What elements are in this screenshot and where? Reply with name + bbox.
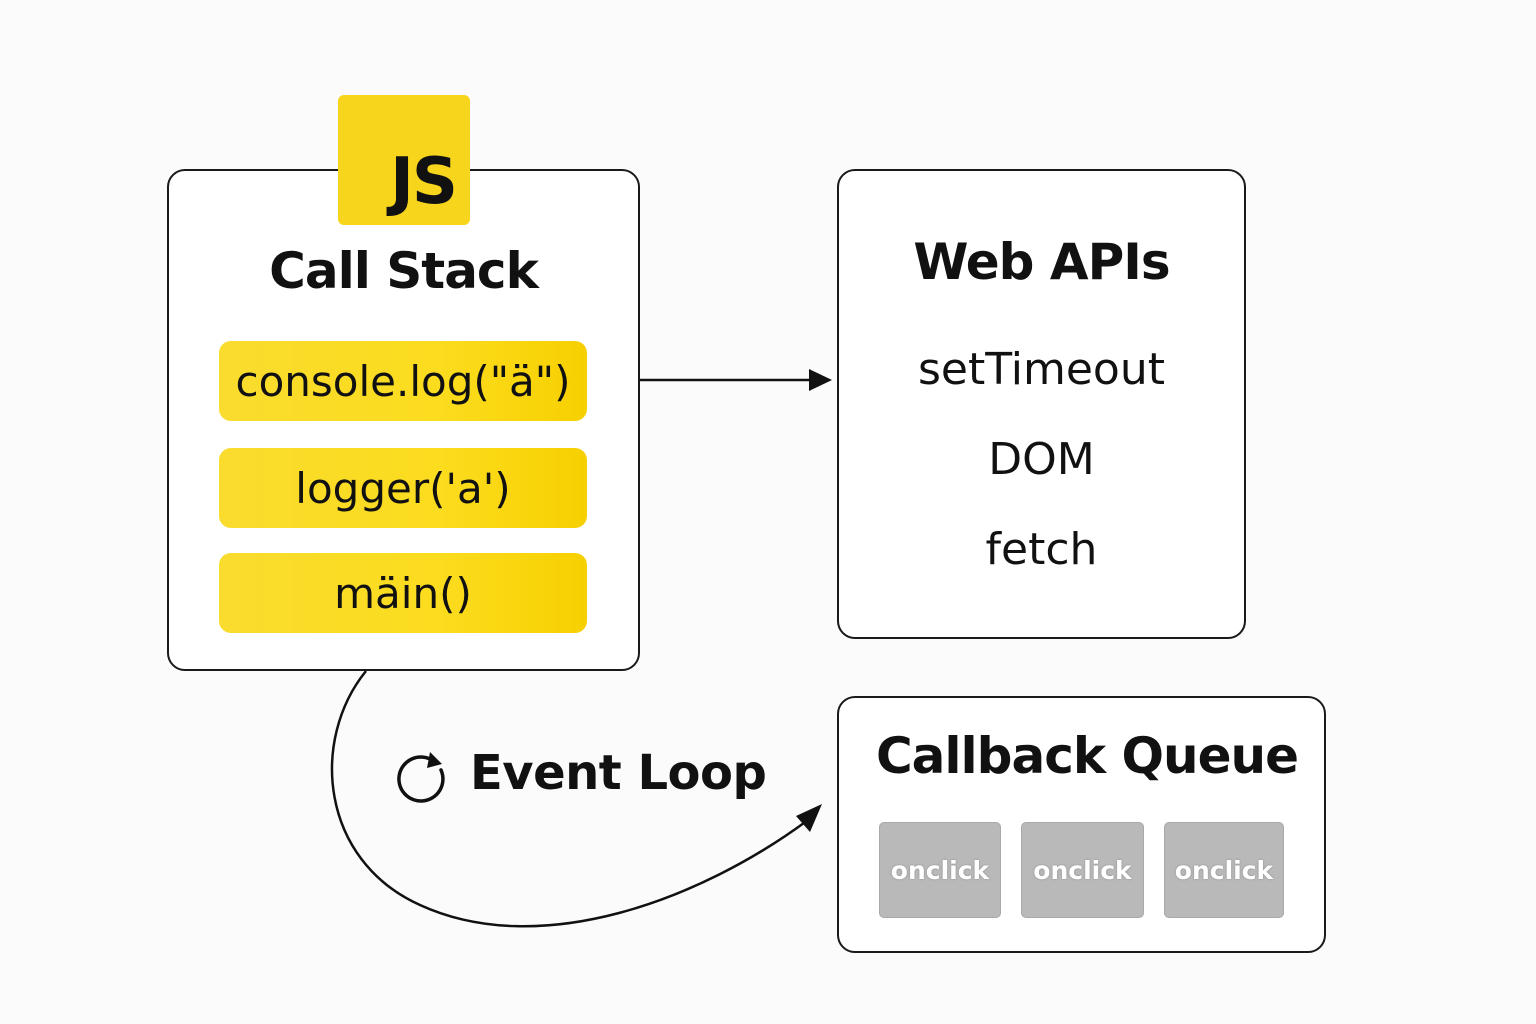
stack-frame: logger('a') (219, 448, 587, 528)
js-logo-text: JS (390, 145, 458, 219)
stack-frame: mäin() (219, 553, 587, 633)
call-stack-title: Call Stack (269, 242, 539, 300)
callback-queue-title: Callback Queue (875, 727, 1299, 785)
queue-item: onclick (1164, 822, 1284, 918)
web-api-item: setTimeout (918, 344, 1165, 395)
queue-item: onclick (879, 822, 1001, 918)
web-api-item: fetch (985, 524, 1098, 575)
refresh-icon (397, 752, 445, 803)
queue-item: onclick (1021, 822, 1144, 918)
event-loop-label: Event Loop (470, 745, 767, 801)
stack-frame: console.log("ä") (219, 341, 587, 421)
js-logo: JS (338, 95, 470, 225)
web-apis-title: Web APIs (913, 233, 1170, 291)
web-api-item: DOM (988, 434, 1095, 485)
event-loop-arrowhead (796, 804, 822, 832)
stack-to-apis-arrowhead (809, 369, 832, 391)
web-apis-box (837, 169, 1246, 639)
